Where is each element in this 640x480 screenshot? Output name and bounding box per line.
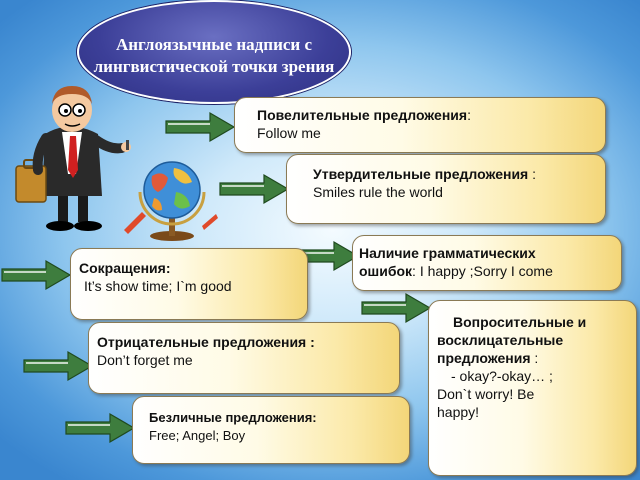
globe-icon <box>124 161 218 241</box>
affirmative-sep: : <box>528 166 536 182</box>
interrogative-sep: : <box>530 350 539 366</box>
box-abbreviations: Сокращения: It’s show time; I`m good <box>70 248 308 320</box>
box-grammar-errors: Наличие грамматических ошибок: I happy ;… <box>352 235 622 291</box>
affirmative-example: Smiles rule the world <box>313 184 443 200</box>
abbreviations-example: It’s show time; I`m good <box>84 278 232 294</box>
arrow-imperative <box>165 111 236 143</box>
grammar-errors-heading-2: ошибок <box>359 263 413 279</box>
imperative-example: Follow me <box>257 125 321 141</box>
arrow-affirmative <box>219 173 290 205</box>
title-text: Англоязычные надписи с лингвистической т… <box>93 35 335 76</box>
box-negative: Отрицательные предложения : Don’t forget… <box>88 322 400 394</box>
impersonal-example: Free; Angel; Boy <box>149 428 246 443</box>
imperative-heading-line: Повелительные предложения: <box>257 106 605 124</box>
interrogative-heading-1: Вопросительные и <box>453 314 587 330</box>
interrogative-line-1: - okay?-okay… ; <box>451 368 553 384</box>
box-imperative: Повелительные предложения: Follow me <box>234 97 606 153</box>
box-impersonal: Безличные предложения: Free; Angel; Boy <box>132 396 410 464</box>
imperative-sep: : <box>467 107 471 123</box>
grammar-errors-heading-1: Наличие грамматических <box>359 245 536 261</box>
impersonal-heading: Безличные предложения: <box>149 410 317 425</box>
businessman-figure <box>15 86 131 231</box>
abbreviations-heading: Сокращения: <box>79 260 171 276</box>
arrow-impersonal <box>65 412 136 444</box>
affirmative-heading: Утвердительные предложения <box>313 166 529 182</box>
arrow-interrogative <box>361 292 432 324</box>
interrogative-line-2b: happy! <box>437 404 480 420</box>
imperative-heading: Повелительные предложения <box>257 107 468 123</box>
box-affirmative: Утвердительные предложения : Smiles rule… <box>286 154 606 224</box>
negative-example: Don’t forget me <box>97 352 193 368</box>
interrogative-heading-2: восклицательные <box>437 332 564 348</box>
negative-heading: Отрицательные предложения : <box>97 334 315 350</box>
affirmative-heading-line: Утвердительные предложения : <box>313 165 605 183</box>
title-oval: Англоязычные надписи с лингвистической т… <box>77 0 351 104</box>
arrow-abbreviations <box>1 259 72 291</box>
interrogative-heading-3: предложения <box>437 350 531 366</box>
box-interrogative: Вопросительные и восклицательные предлож… <box>428 300 637 476</box>
grammar-errors-example: : I happy ;Sorry I come <box>412 263 553 279</box>
interrogative-line-2a: Don`t worry! Be <box>437 386 535 402</box>
arrow-negative <box>23 350 94 382</box>
